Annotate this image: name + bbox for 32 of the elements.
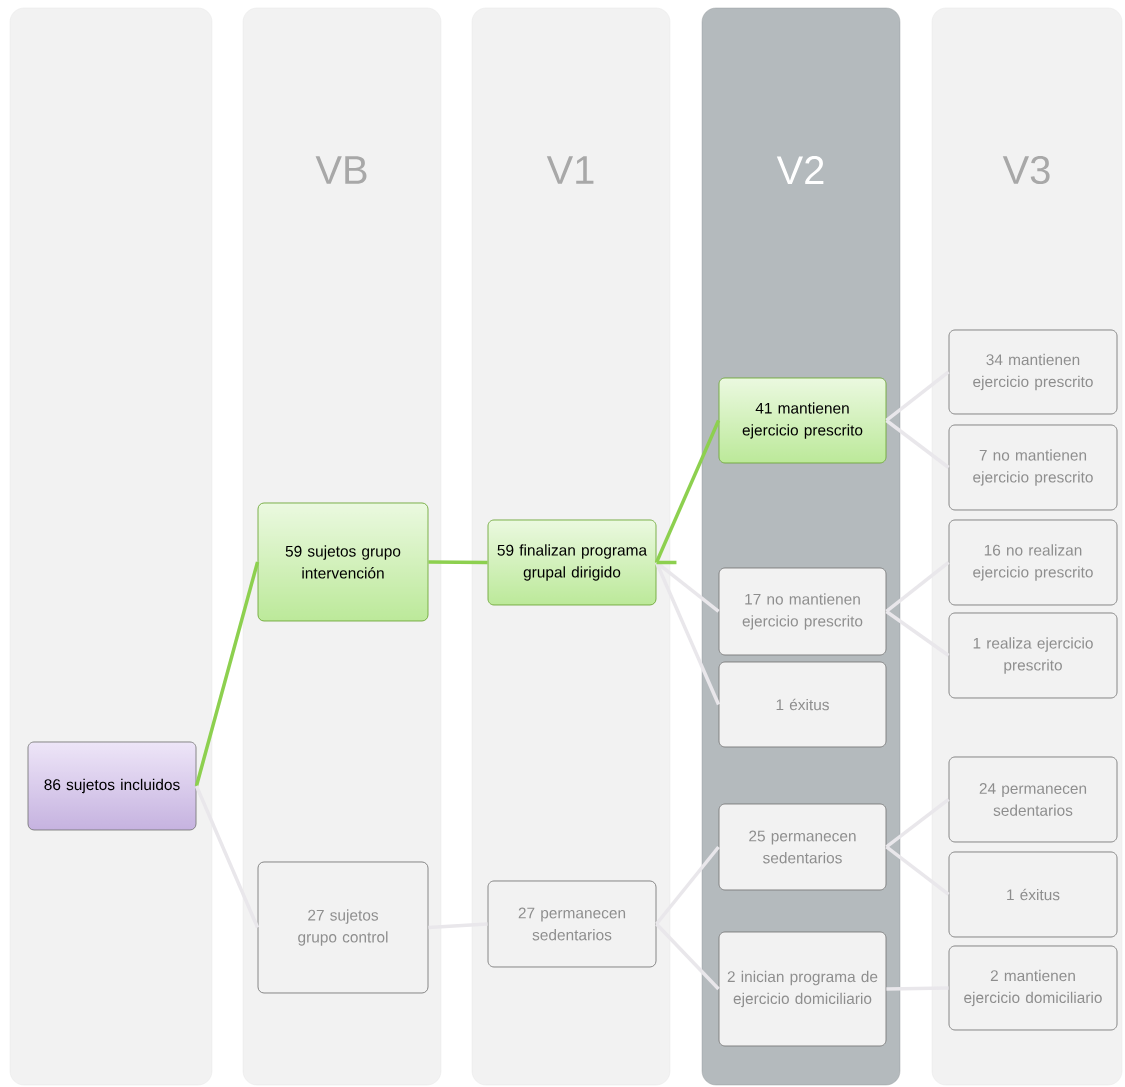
- column-band: [9, 7, 213, 1086]
- process-box: 86 sujetos incluidos: [27, 741, 197, 831]
- process-box: 25 permanecen sedentarios: [718, 803, 887, 891]
- connector-line: [885, 370, 950, 422]
- connector-line: [428, 922, 488, 930]
- connector-line: [885, 610, 950, 657]
- process-box: 24 permanecen sedentarios: [948, 756, 1118, 843]
- process-box: 1 éxitus: [948, 851, 1118, 938]
- connector-line: [886, 986, 949, 991]
- connector-line: [885, 561, 950, 613]
- process-box: 59 finalizan programa grupal dirigido: [487, 519, 657, 606]
- process-box: 27 sujetos grupo control: [257, 861, 429, 994]
- process-box: 27 permanecen sedentarios: [487, 880, 657, 968]
- process-box: 1 realiza ejercicio prescrito: [948, 612, 1118, 699]
- connector-line: [654, 561, 721, 706]
- process-box: 59 sujetos grupo intervención: [257, 502, 429, 622]
- process-box: 1 éxitus: [718, 661, 887, 748]
- process-box: 16 no realizan ejercicio prescrito: [948, 519, 1118, 606]
- connector-line: [428, 560, 488, 565]
- process-box: 2 inician programa de ejercicio domiciliario: [718, 931, 887, 1047]
- connector-line: [885, 419, 950, 469]
- connector-line: [885, 845, 950, 896]
- process-box: 34 mantienen ejercicio prescrito: [948, 329, 1118, 415]
- connector-line: [655, 845, 720, 926]
- process-box: 17 no mantienen ejercicio prescrito: [718, 567, 887, 656]
- connector-line: [194, 561, 260, 787]
- connector-line: [655, 922, 720, 991]
- process-box: 41 mantienen ejercicio prescrito: [718, 377, 887, 464]
- connector-line: [885, 798, 950, 849]
- process-box: 2 mantienen ejercicio domiciliario: [948, 945, 1118, 1031]
- connector-line: [194, 785, 260, 929]
- process-box: 7 no mantienen ejercicio prescrito: [948, 424, 1118, 511]
